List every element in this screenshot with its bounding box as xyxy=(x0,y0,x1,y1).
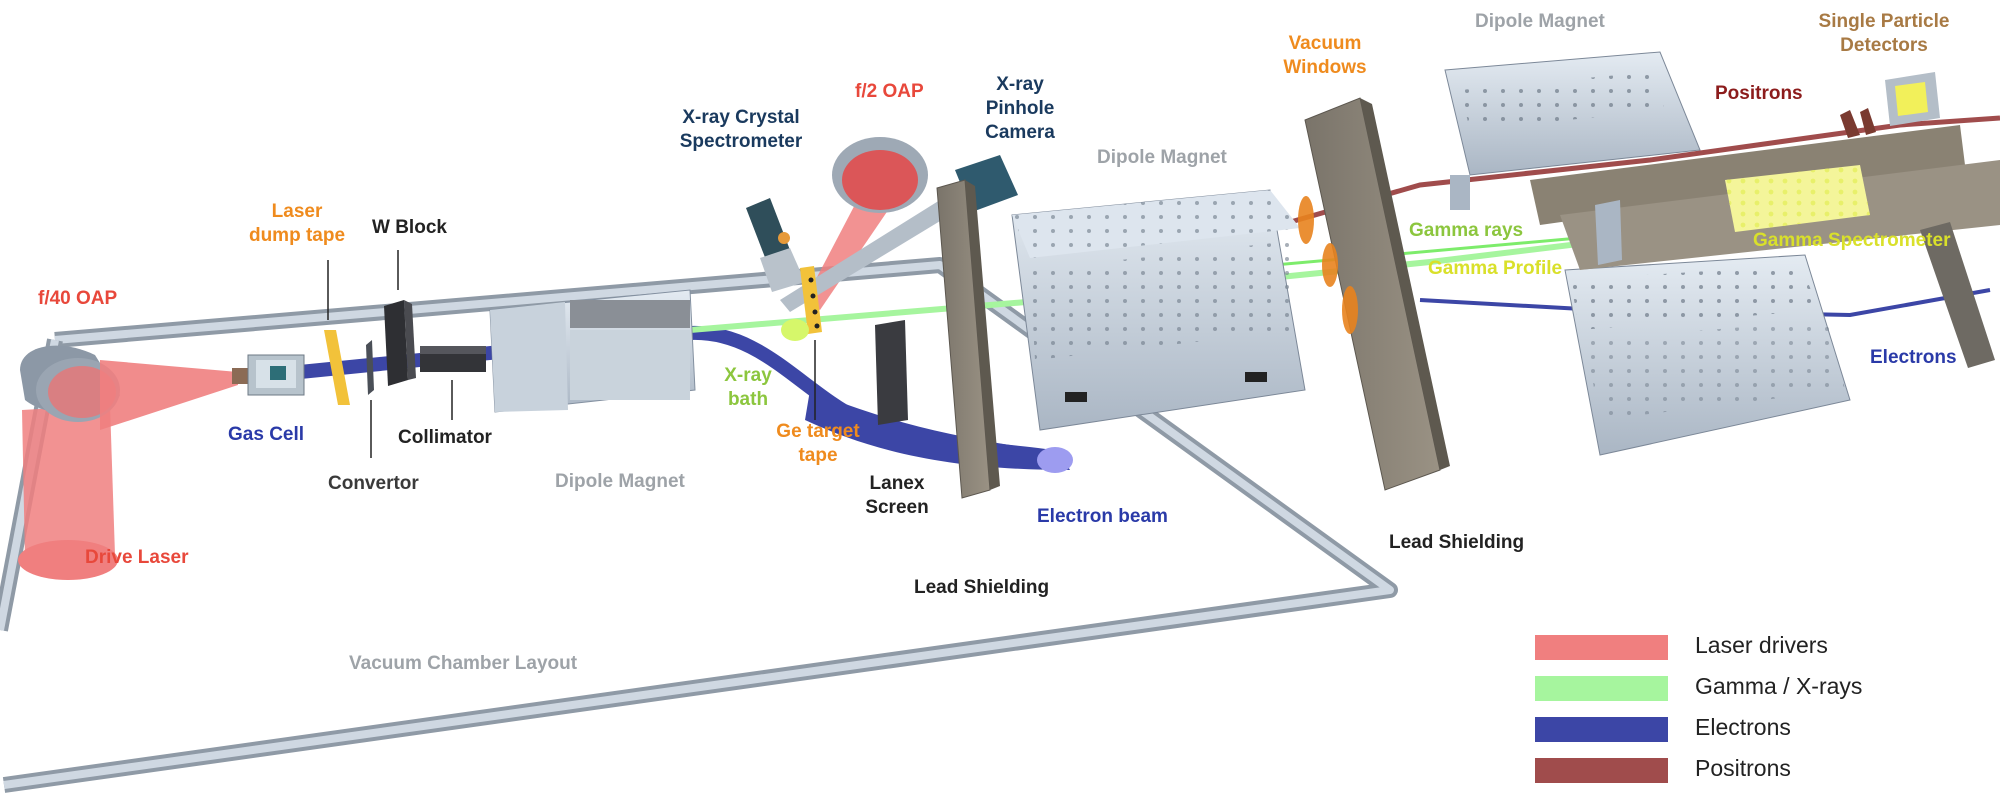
label-dipole-magnet-3: Dipole Magnet xyxy=(1475,11,1605,32)
vacuum-windows xyxy=(1298,196,1358,334)
downstream-lead-plate xyxy=(1920,222,1995,368)
label-ge-target-tape: Ge target tape xyxy=(776,421,860,466)
label-f2-oap: f/2 OAP xyxy=(855,81,924,102)
f40-oap xyxy=(18,345,120,580)
convertor xyxy=(366,340,374,395)
legend-swatch-positrons xyxy=(1535,758,1668,783)
label-laser-dump-tape: Laser dump tape xyxy=(248,201,346,246)
w-block xyxy=(384,300,416,386)
lead-shielding-wall-2 xyxy=(1304,97,1450,491)
dipole-magnet-1 xyxy=(489,289,696,413)
legend: Laser drivers Gamma / X-rays Electrons P… xyxy=(1535,628,1975,792)
brick-shielding-right xyxy=(1530,125,2000,270)
label-vacuum-chamber-layout: Vacuum Chamber Layout xyxy=(349,653,578,674)
label-gas-cell: Gas Cell xyxy=(228,424,305,445)
label-lanex-screen: Lanex Screen xyxy=(865,473,929,518)
label-dipole-magnet-2: Dipole Magnet xyxy=(1097,147,1227,168)
label-electrons: Electrons xyxy=(1870,347,1957,368)
label-convertor: Convertor xyxy=(328,473,419,494)
collimator xyxy=(420,346,486,372)
label-lead-shielding-1: Lead Shielding xyxy=(914,577,1050,598)
xray-crystal-spectrometer xyxy=(746,198,805,292)
legend-item-laser: Laser drivers xyxy=(1535,628,1975,669)
leader-lines xyxy=(327,250,816,458)
legend-item-gamma: Gamma / X-rays xyxy=(1535,669,1975,710)
legend-label-gamma: Gamma / X-rays xyxy=(1695,673,1863,699)
dipole-magnet-3-bottom xyxy=(1564,254,1851,456)
legend-label-positrons: Positrons xyxy=(1695,755,1791,781)
dipole-magnet-2 xyxy=(1011,189,1306,431)
electron-beam-end xyxy=(1037,447,1073,473)
gas-cell xyxy=(232,354,305,396)
legend-item-electrons: Electrons xyxy=(1535,710,1975,751)
label-vacuum-windows: Vacuum Windows xyxy=(1283,33,1367,78)
laser-dump-tape xyxy=(324,330,350,405)
label-collimator: Collimator xyxy=(398,427,492,448)
legend-swatch-gamma xyxy=(1535,676,1668,701)
label-gamma-rays: Gamma rays xyxy=(1409,220,1524,241)
gamma-profile-screen xyxy=(1595,200,1622,265)
legend-swatch-electrons xyxy=(1535,717,1668,742)
dipole-magnet-3-top xyxy=(1444,51,1701,210)
drive-laser-beam xyxy=(100,360,238,430)
label-drive-laser: Drive Laser xyxy=(85,547,189,568)
legend-label-laser: Laser drivers xyxy=(1695,632,1828,658)
ge-target-tape xyxy=(781,266,822,341)
label-xray-pinhole-camera: X-ray Pinhole Camera xyxy=(985,74,1055,143)
label-lead-shielding-2: Lead Shielding xyxy=(1389,532,1525,553)
single-particle-detectors xyxy=(1840,72,1940,138)
label-w-block: W Block xyxy=(372,217,447,238)
legend-item-positrons: Positrons xyxy=(1535,751,1975,792)
lanex-screen xyxy=(875,320,908,425)
label-xray-bath: X-ray bath xyxy=(724,365,772,410)
label-electron-beam: Electron beam xyxy=(1037,506,1168,527)
legend-label-electrons: Electrons xyxy=(1695,714,1791,740)
label-single-particle-detectors: Single Particle Detectors xyxy=(1818,11,1950,56)
label-xray-crystal-spectrometer: X-ray Crystal Spectrometer xyxy=(679,107,803,152)
label-gamma-profile: Gamma Profile xyxy=(1428,258,1563,279)
legend-swatch-laser xyxy=(1535,635,1668,660)
label-f40-oap: f/40 OAP xyxy=(38,288,118,309)
label-positrons: Positrons xyxy=(1715,83,1803,104)
label-gamma-spectrometer: Gamma Spectrometer xyxy=(1753,230,1951,251)
lead-shielding-wall-1 xyxy=(936,179,1000,499)
electron-beam-wide xyxy=(805,390,1070,470)
label-dipole-magnet-1: Dipole Magnet xyxy=(555,471,685,492)
